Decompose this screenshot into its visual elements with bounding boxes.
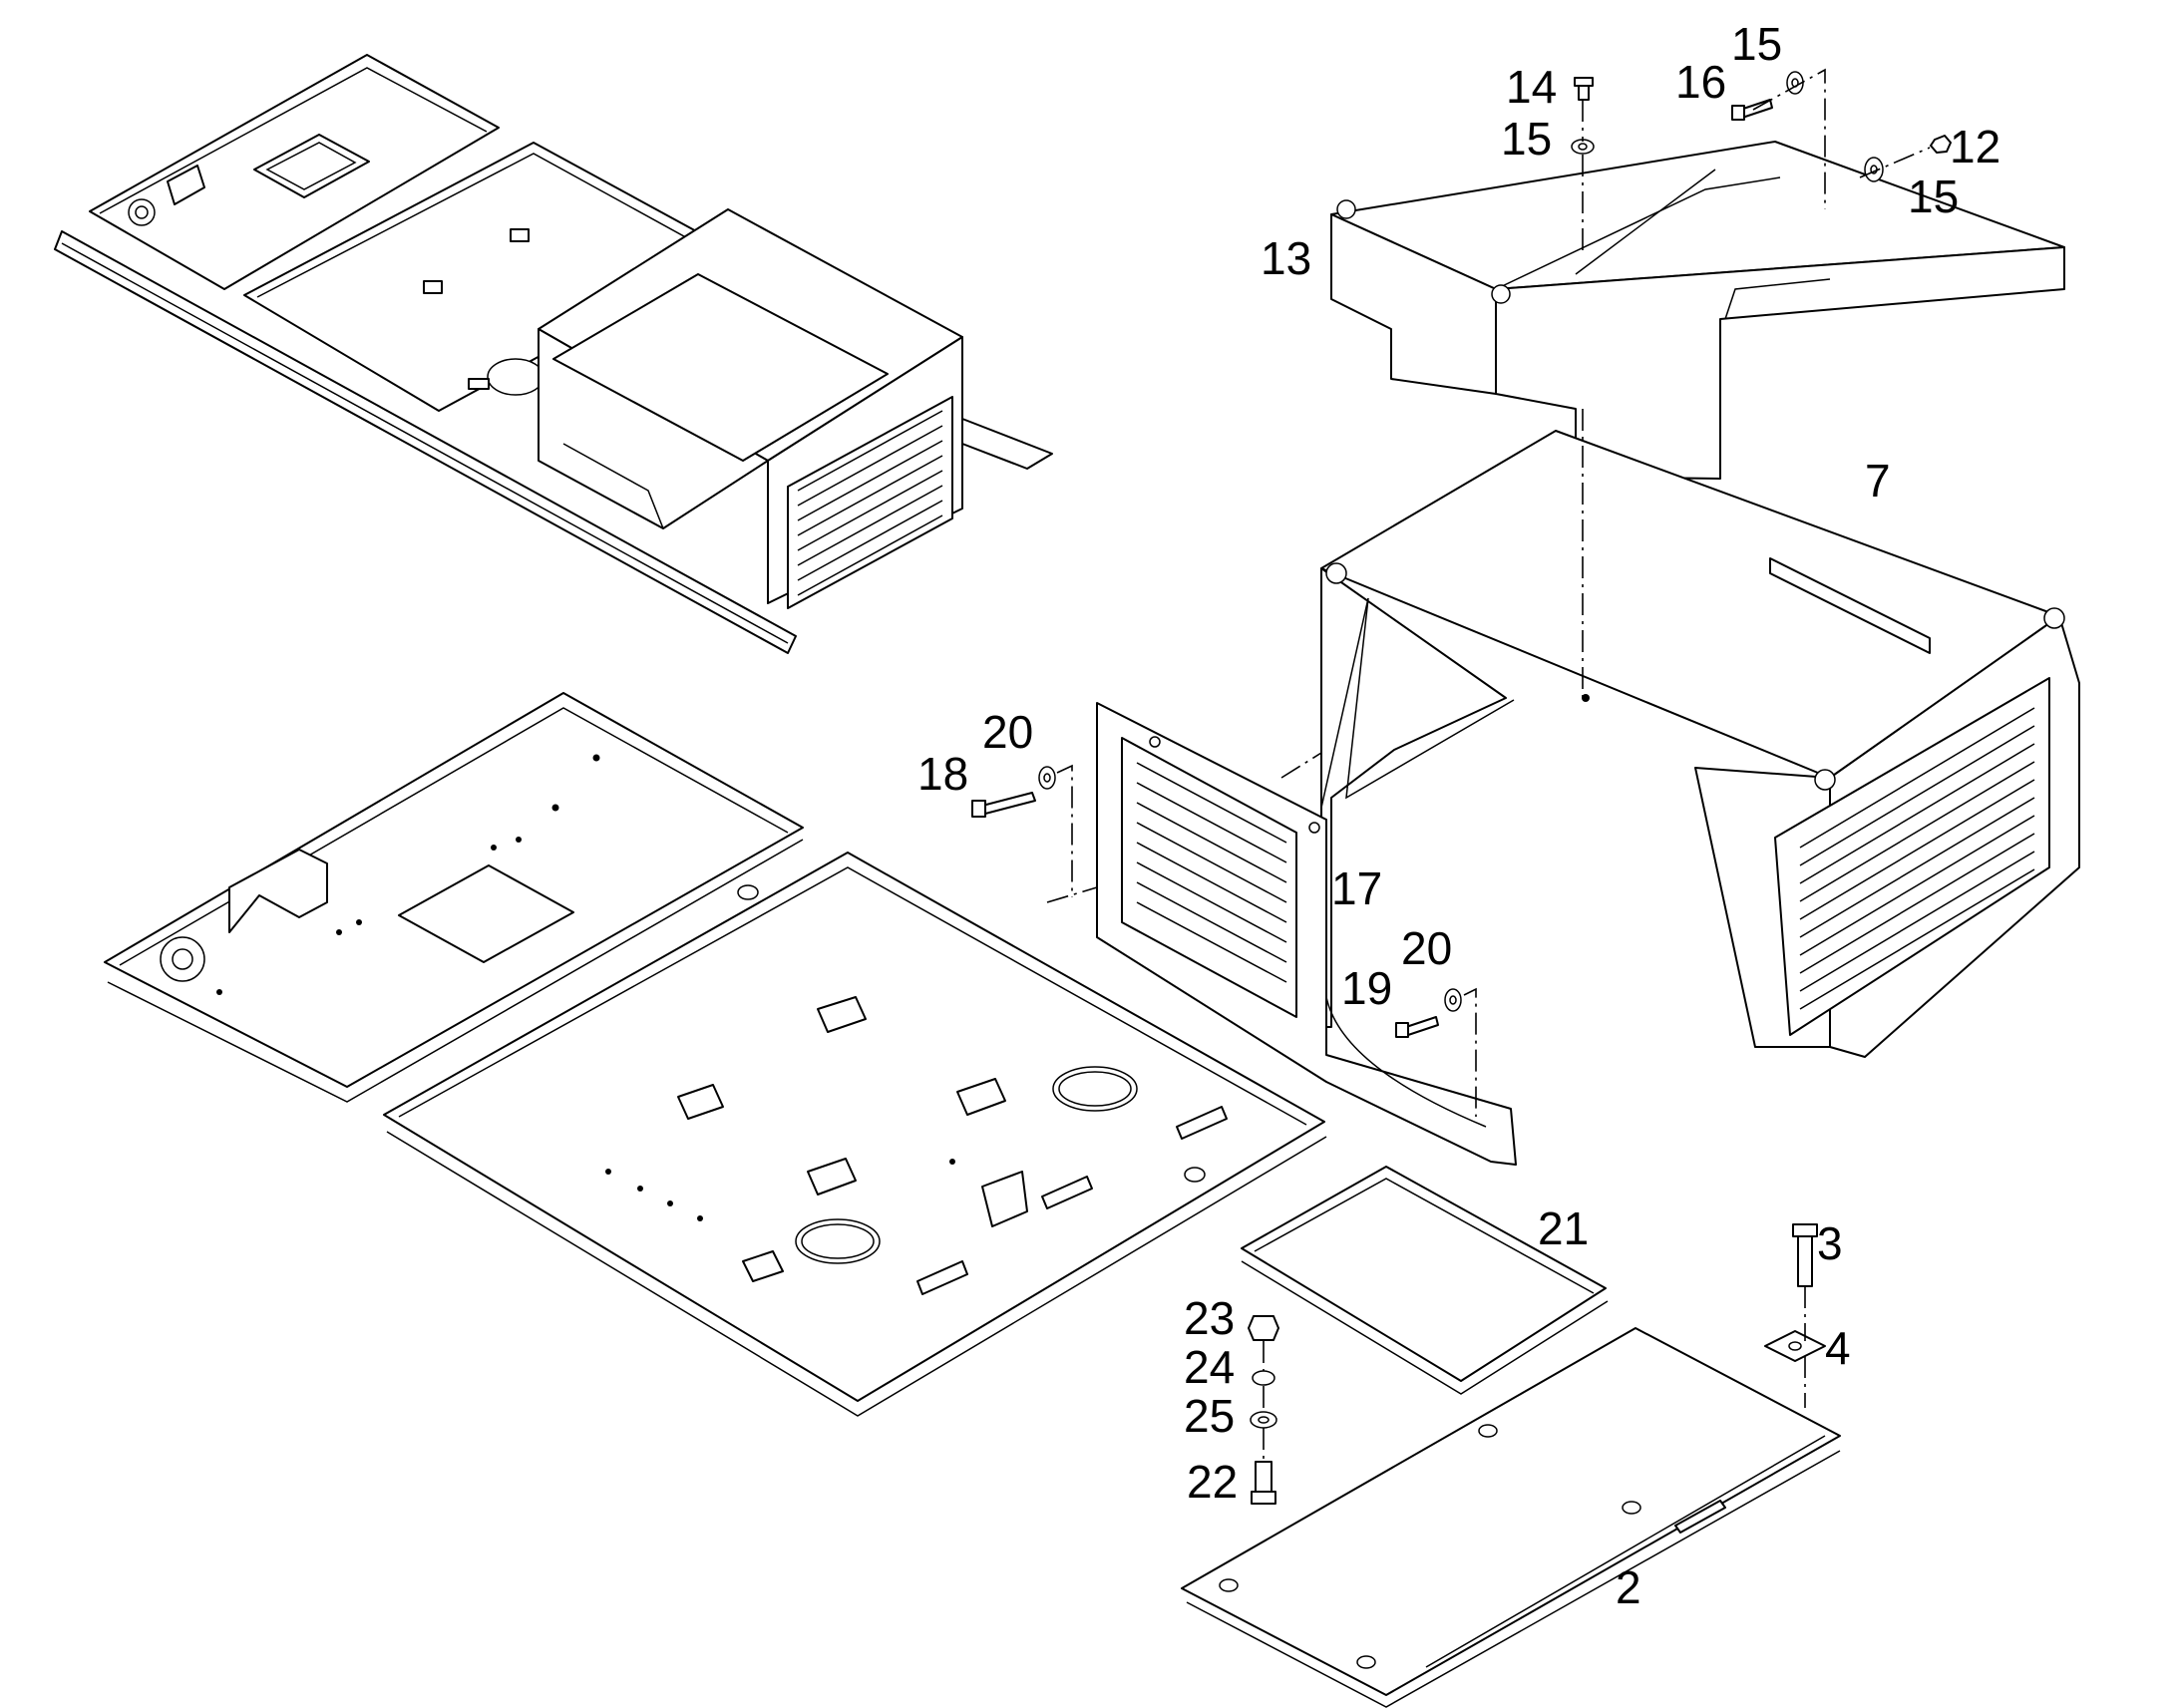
- callout-2: 2: [1616, 1561, 1641, 1613]
- callout-15-right: 15: [1908, 171, 1959, 222]
- cover-housing-part-7: [1320, 430, 2080, 1058]
- callout-13: 13: [1261, 232, 1311, 284]
- housing-louvres: [1799, 707, 2035, 1010]
- callout-25: 25: [1184, 1390, 1235, 1442]
- callout-14: 14: [1506, 61, 1557, 113]
- callout-19: 19: [1341, 962, 1392, 1014]
- assembled-overview: [54, 54, 1053, 654]
- callout-15-top: 15: [1731, 18, 1782, 70]
- callout-12: 12: [1950, 121, 2000, 172]
- callout-23: 23: [1184, 1292, 1235, 1344]
- floor-panel-rear: [383, 852, 1327, 1417]
- callout-7: 7: [1865, 455, 1891, 507]
- callout-17: 17: [1331, 862, 1382, 914]
- callout-22: 22: [1187, 1456, 1238, 1508]
- bottom-plate-part-2: [1181, 1327, 1841, 1708]
- callout-24: 24: [1184, 1341, 1235, 1393]
- callouts: 14 15 16 15 12 15 13 7 20 18 17 20 19 21…: [917, 18, 2000, 1613]
- callout-15-left: 15: [1501, 113, 1552, 165]
- callout-16: 16: [1675, 56, 1726, 108]
- overview-louvres: [797, 410, 943, 596]
- callout-4: 4: [1825, 1322, 1851, 1374]
- assembly-lines: [1046, 68, 1931, 1462]
- side-grille-part-17: [1096, 702, 1517, 1166]
- hopper-part-13: [1330, 141, 2065, 480]
- tray-part-21: [1241, 1166, 1609, 1395]
- callout-20-left: 20: [982, 706, 1033, 758]
- callout-20-right: 20: [1401, 922, 1452, 974]
- callout-18: 18: [917, 748, 968, 800]
- floor-panel-front: [104, 692, 804, 1103]
- grille-louvres: [1136, 762, 1287, 983]
- callout-21: 21: [1538, 1202, 1589, 1254]
- callout-3: 3: [1817, 1217, 1843, 1269]
